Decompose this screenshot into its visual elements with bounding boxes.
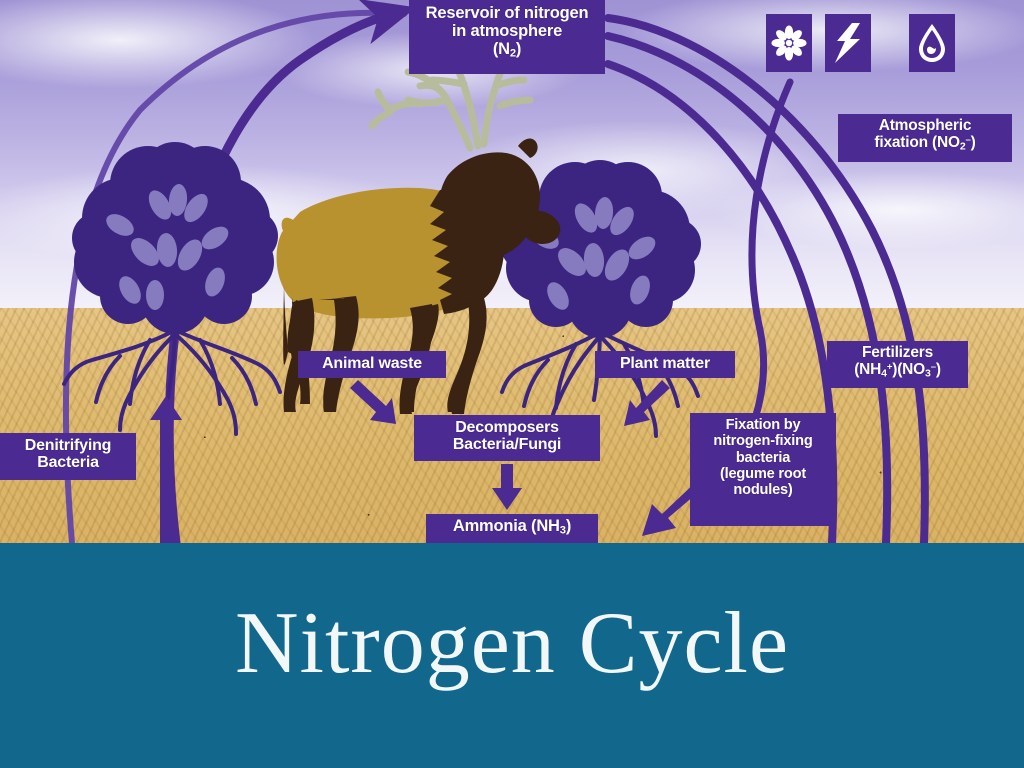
fixation-line-3: bacteria	[735, 449, 791, 466]
label-animal-waste: Animal waste	[298, 351, 446, 378]
sun-flower-icon	[766, 14, 812, 72]
label-plant-matter: Plant matter	[595, 351, 735, 378]
label-denitrifying-bacteria: Denitrifying Bacteria	[0, 433, 136, 480]
lightning-bolt-icon	[825, 14, 871, 72]
label-decomposers: Decomposers Bacteria/Fungi	[414, 415, 600, 461]
reservoir-formula: (N2)	[492, 39, 522, 60]
denitrifying-line-1: Denitrifying	[24, 437, 112, 454]
fixation-line-2: nitrogen-fixing	[713, 433, 813, 450]
label-fixation-by-bacteria: Fixation by nitrogen-fixing bacteria (le…	[690, 413, 836, 526]
reservoir-line-1: Reservoir of nitrogen	[425, 4, 589, 22]
atmospheric-line-1: Atmospheric	[878, 117, 972, 134]
soil-arrows	[150, 380, 708, 543]
ammonia-formula: Ammonia (NH3)	[452, 517, 572, 537]
label-reservoir-of-nitrogen: Reservoir of nitrogen in atmosphere (N2)	[409, 0, 605, 74]
slide-title: Nitrogen Cycle	[234, 595, 790, 692]
fixation-line-5: nodules)	[733, 482, 793, 499]
diagram-artwork	[62, 0, 929, 543]
label-atmospheric-fixation: Atmospheric fixation (NO2–)	[838, 114, 1012, 162]
fixation-line-1: Fixation by	[725, 417, 801, 433]
decomposers-line-2: Bacteria/Fungi	[452, 436, 562, 454]
decomposers-line-1: Decomposers	[455, 419, 559, 436]
nitrogen-cycle-diagram: Reservoir of nitrogen in atmosphere (N2)…	[0, 0, 1024, 543]
title-band	[0, 543, 1024, 768]
sun-flower-glyph	[771, 25, 807, 61]
water-drop-glyph	[919, 24, 945, 62]
lightning-bolt-glyph	[835, 23, 860, 63]
tree-left	[62, 142, 282, 436]
water-drop-icon	[909, 14, 955, 72]
root-system-left	[62, 324, 282, 436]
fertilizers-line-1: Fertilizers	[861, 344, 934, 361]
atmospheric-formula: fixation (NO2–)	[874, 133, 976, 153]
fertilizers-formula: (NH4+)(NO3–)	[854, 360, 941, 380]
label-fertilizers: Fertilizers (NH4+)(NO3–)	[827, 341, 968, 388]
reservoir-line-2: in atmosphere	[451, 21, 563, 40]
fixation-line-4: (legume root	[720, 466, 806, 483]
denitrifying-line-2: Bacteria	[37, 454, 99, 472]
label-ammonia: Ammonia (NH3)	[426, 514, 598, 543]
